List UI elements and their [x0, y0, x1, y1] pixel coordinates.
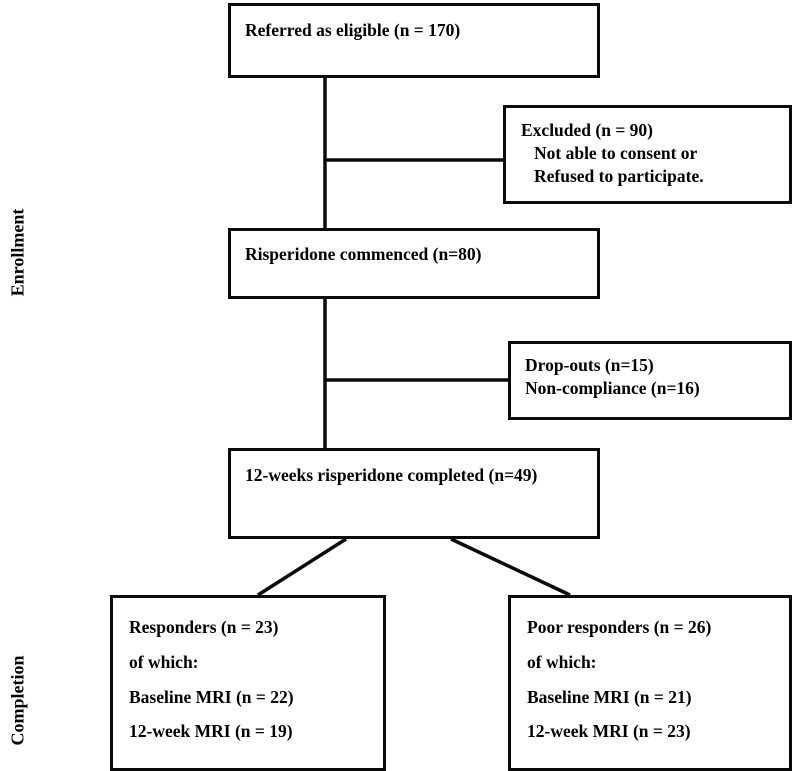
- node-responders: Responders (n = 23) of which: Baseline M…: [110, 595, 386, 771]
- phase-label-completion: Completion: [7, 655, 28, 746]
- node-dropouts-line-1: Drop-outs (n=15): [525, 355, 654, 375]
- node-completed-line-1: 12-weeks risperidone completed (n=49): [245, 465, 538, 485]
- node-12-weeks-completed: 12-weeks risperidone completed (n=49): [228, 448, 600, 539]
- node-excluded-line-2: Not able to consent or: [534, 142, 698, 163]
- node-poor-responders-line-2: of which:: [527, 651, 597, 672]
- node-referred-line-1: Referred as eligible (n = 170): [245, 20, 461, 40]
- node-responders-line-1: Responders (n = 23): [129, 617, 279, 637]
- phase-label-enrollment: Enrollment: [7, 208, 28, 297]
- node-poor-responders-line-4: 12-week MRI (n = 23): [527, 721, 691, 742]
- node-referred-as-eligible: Referred as eligible (n = 170): [228, 3, 600, 78]
- connector-completed-to-responders: [257, 537, 347, 597]
- node-responders-line-4: 12-week MRI (n = 19): [129, 721, 293, 742]
- node-poor-responders-line-1: Poor responders (n = 26): [527, 617, 712, 637]
- node-excluded-line-3: Refused to participate.: [534, 165, 704, 186]
- node-excluded-line-1: Excluded (n = 90): [521, 120, 654, 140]
- node-risperidone-commenced: Risperidone commenced (n=80): [228, 228, 600, 299]
- node-poor-responders-line-3: Baseline MRI (n = 21): [527, 686, 692, 707]
- connector-completed-to-poor-responders: [450, 537, 571, 597]
- node-poor-responders: Poor responders (n = 26) of which: Basel…: [508, 595, 792, 771]
- node-responders-line-2: of which:: [129, 651, 199, 672]
- node-dropouts-line-2: Non-compliance (n=16): [525, 377, 700, 398]
- node-dropouts-noncompliance: Drop-outs (n=15) Non-compliance (n=16): [508, 341, 792, 420]
- node-excluded: Excluded (n = 90) Not able to consent or…: [503, 105, 792, 204]
- node-responders-line-3: Baseline MRI (n = 22): [129, 686, 294, 707]
- node-commenced-line-1: Risperidone commenced (n=80): [245, 244, 482, 264]
